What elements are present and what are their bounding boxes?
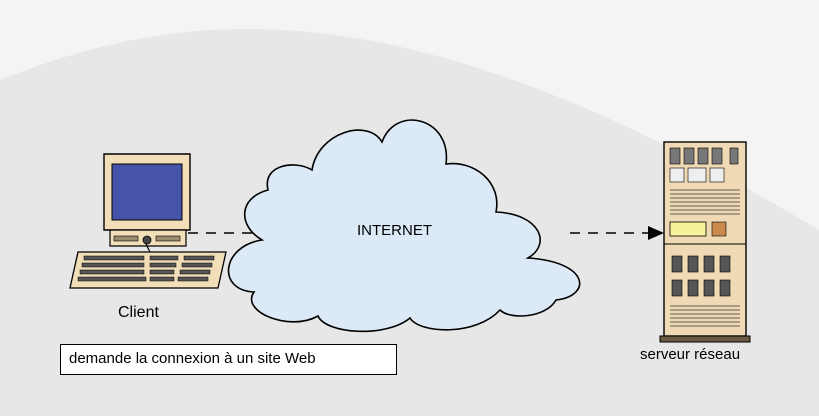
internet-label: INTERNET xyxy=(357,222,432,239)
server-label: serveur réseau xyxy=(640,346,741,363)
client-label: Client xyxy=(118,304,159,321)
desktop-computer-icon xyxy=(69,153,227,289)
cloud-icon xyxy=(227,119,581,333)
request-text-box: demande la connexion à un site Web xyxy=(60,344,397,375)
arrow-right-icon xyxy=(570,226,664,240)
server-rack-icon xyxy=(659,141,751,343)
background-swoosh-left xyxy=(0,0,819,230)
background-swoosh-right xyxy=(455,0,819,200)
